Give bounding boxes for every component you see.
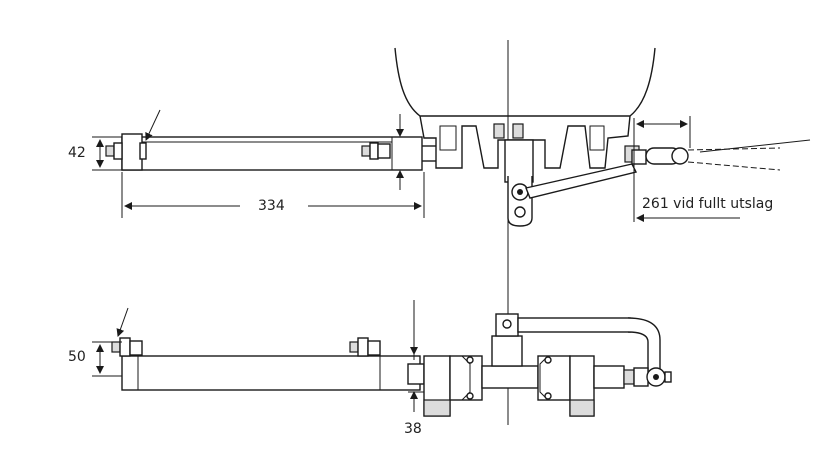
- dim-42-lines: [92, 136, 122, 171]
- motor-hull: [394, 47, 656, 117]
- top-view: [92, 47, 811, 227]
- bottom-cylinder-body: [121, 355, 421, 391]
- top-right-fitting: [361, 142, 391, 160]
- bottom-left-fitting: [111, 337, 143, 357]
- bottom-tiller-link: [517, 317, 672, 389]
- dim-261-lines: [633, 116, 740, 222]
- dim-334-lines: [121, 172, 425, 218]
- top-left-end-cap: [121, 133, 143, 171]
- dim-42-label: 42: [68, 145, 86, 161]
- tiller-arm: [504, 139, 811, 227]
- stroke-note-label: 261 vid fullt utslag: [642, 196, 774, 212]
- bottom-rod: [481, 365, 539, 389]
- bottom-view: [92, 300, 672, 417]
- dim-38-lines: [408, 300, 424, 412]
- dim-334-label: 334: [258, 198, 285, 214]
- dim-50-lines: [92, 341, 122, 377]
- dim-38-label: 38: [404, 421, 422, 437]
- left-bracket: [423, 355, 483, 417]
- dim-50-label: 50: [68, 349, 86, 365]
- top-left-fitting: [105, 142, 147, 160]
- bottom-right-fitting: [349, 337, 381, 357]
- right-bracket: [537, 355, 595, 417]
